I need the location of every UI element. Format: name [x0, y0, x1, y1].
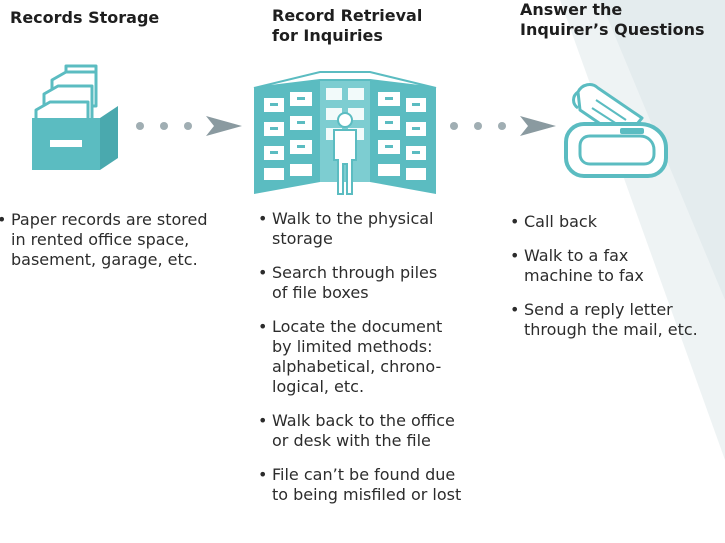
bullet-line: Walk back to the office: [272, 411, 455, 430]
bullet-line: Locate the document: [272, 317, 443, 336]
file-cabinet-drawer-icon: [32, 64, 118, 170]
records-room-person-icon: [253, 71, 437, 195]
bullet-line: Search through piles: [272, 263, 438, 282]
bullet-line: in rented office space,: [11, 230, 190, 249]
bullet-line: to being misfiled or lost: [272, 485, 462, 504]
bullet-line: by limited methods:: [272, 337, 433, 356]
heading-line: Answer the: [520, 0, 623, 19]
bullet-line: Walk to a fax: [524, 246, 629, 265]
answer-questions-heading: Answer the Inquirer’s Questions: [520, 0, 705, 40]
bullet-item: Call back: [510, 212, 720, 232]
bullet-line: File can’t be found due: [272, 465, 456, 484]
record-retrieval-heading: Record Retrieval for Inquiries: [272, 6, 422, 46]
bullet-line: basement, garage, etc.: [11, 250, 198, 269]
heading-line: Inquirer’s Questions: [520, 20, 705, 39]
bullet-line: Paper records are stored: [11, 210, 208, 229]
fax-machine-icon: [564, 83, 668, 178]
bullet-line: Send a reply letter: [524, 300, 673, 319]
bullet-line: logical, etc.: [272, 377, 365, 396]
record-retrieval-list: Walk to the physicalstorageSearch throug…: [258, 209, 488, 505]
bullet-line: storage: [272, 229, 333, 248]
records-storage-heading: Records Storage: [10, 8, 159, 28]
bullet-line: machine to fax: [524, 266, 644, 285]
bullet-line: Walk to the physical: [272, 209, 434, 228]
bullet-line: alphabetical, chrono-: [272, 357, 442, 376]
dotted-arrow-icon: [450, 116, 556, 136]
heading-line: Records Storage: [10, 8, 160, 27]
bullet-line: Call back: [524, 212, 597, 231]
dotted-arrow-icon: [136, 116, 242, 136]
bullet-line: through the mail, etc.: [524, 320, 698, 339]
bullet-line: or desk with the file: [272, 431, 431, 450]
heading-line: Record Retrieval: [272, 6, 423, 25]
bullet-line: of file boxes: [272, 283, 369, 302]
heading-line: for Inquiries: [272, 26, 383, 45]
